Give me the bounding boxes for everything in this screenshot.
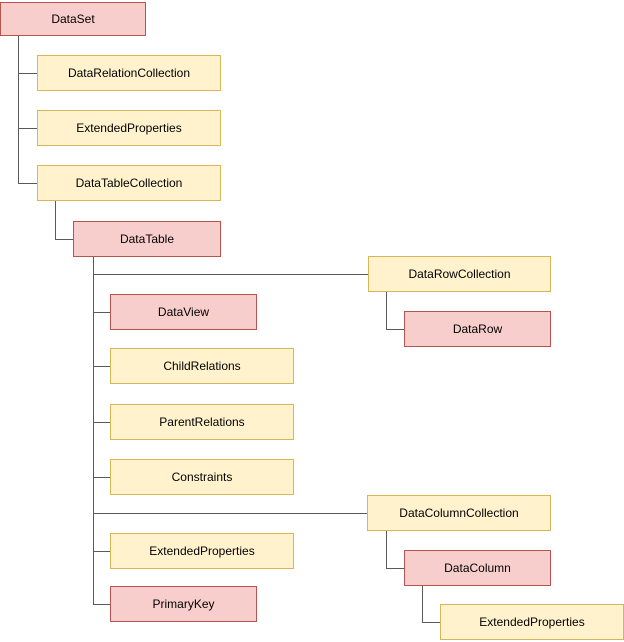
node-constraints[interactable]: Constraints bbox=[110, 459, 294, 495]
node-datarelationcollection[interactable]: DataRelationCollection bbox=[37, 55, 221, 91]
edge-dataset-to-datarelationcollection bbox=[18, 73, 37, 74]
node-datacolumncollection[interactable]: DataColumnCollection bbox=[367, 495, 551, 531]
edge-dataset-to-datatablecollection bbox=[18, 183, 37, 184]
edge-datatable-to-primarykey bbox=[93, 604, 110, 605]
node-dataset[interactable]: DataSet bbox=[0, 2, 146, 36]
edge-datacolumncollection-to-datacolumn bbox=[386, 568, 404, 569]
node-datacolumn[interactable]: DataColumn bbox=[404, 550, 551, 586]
node-extendedproperties-3[interactable]: ExtendedProperties bbox=[440, 604, 624, 640]
edge-datatable-to-childrelations bbox=[93, 366, 110, 367]
edge-datatablecollection-to-datatable bbox=[55, 239, 73, 240]
node-dataview[interactable]: DataView bbox=[110, 294, 257, 330]
edge-datatable-to-parentrelations bbox=[93, 422, 110, 423]
node-datarowcollection[interactable]: DataRowCollection bbox=[368, 256, 551, 292]
edge-datatable-to-extendedproperties-2 bbox=[93, 551, 110, 552]
edge-datatable-to-dataview bbox=[93, 312, 110, 313]
edge-dataset-to-extendedproperties-1 bbox=[18, 128, 37, 129]
edge-datarowcollection-to-datarow bbox=[386, 329, 404, 330]
node-childrelations[interactable]: ChildRelations bbox=[110, 348, 294, 384]
node-datarow[interactable]: DataRow bbox=[404, 311, 551, 347]
edge-datatable-to-datarowcollection bbox=[93, 274, 368, 275]
node-datatablecollection[interactable]: DataTableCollection bbox=[37, 165, 221, 201]
edge-datacolumncollection-to-datacolumn bbox=[386, 531, 387, 568]
edge-datatable-to-constraints bbox=[93, 477, 110, 478]
edge-datatable-to-datacolumncollection bbox=[93, 513, 367, 514]
node-extendedproperties-2[interactable]: ExtendedProperties bbox=[110, 533, 294, 569]
edge-datatable-to-primarykey bbox=[93, 257, 94, 604]
node-extendedproperties-1[interactable]: ExtendedProperties bbox=[37, 110, 221, 146]
edge-datacolumn-to-extendedproperties-3 bbox=[422, 622, 440, 623]
edge-datatablecollection-to-datatable bbox=[55, 201, 56, 239]
edge-dataset-to-datatablecollection bbox=[18, 36, 19, 183]
edge-datarowcollection-to-datarow bbox=[386, 292, 387, 329]
node-primarykey[interactable]: PrimaryKey bbox=[110, 586, 257, 622]
node-datatable[interactable]: DataTable bbox=[73, 221, 221, 257]
edge-datacolumn-to-extendedproperties-3 bbox=[422, 586, 423, 622]
node-parentrelations[interactable]: ParentRelations bbox=[110, 404, 294, 440]
